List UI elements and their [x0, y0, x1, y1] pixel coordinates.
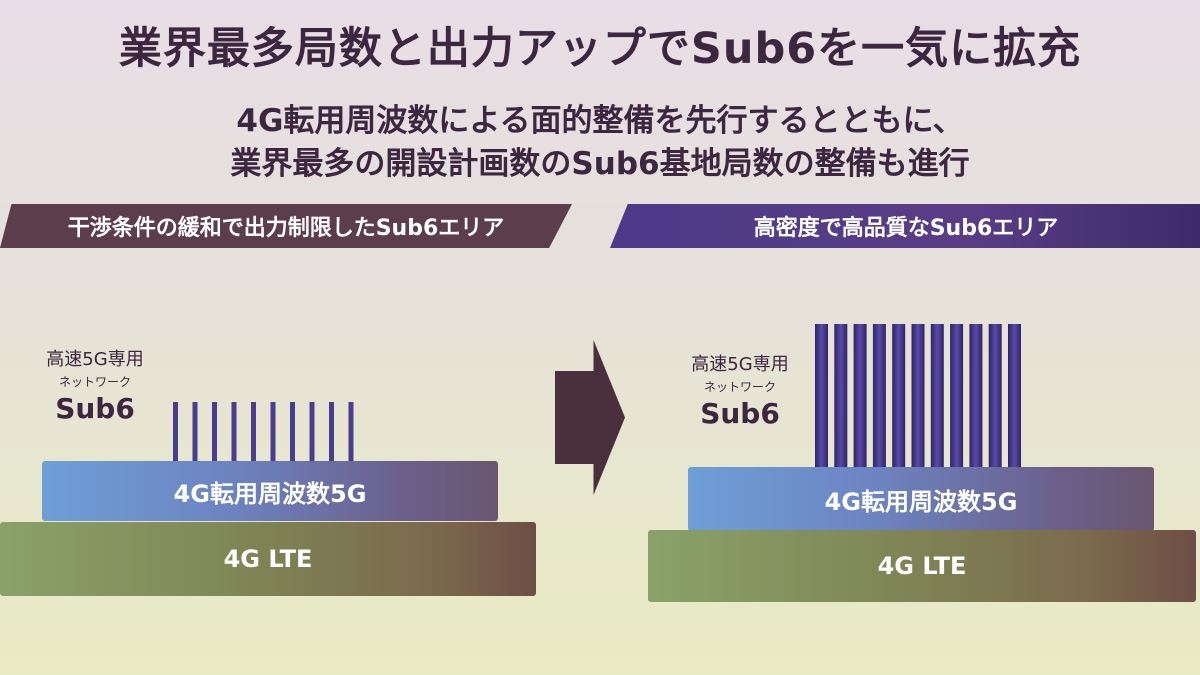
- left-antenna-4: [231, 402, 237, 462]
- right-label-top: 高速5G専用: [691, 354, 789, 375]
- left-label-sub6: Sub6: [55, 392, 135, 425]
- left-antenna-6: [270, 402, 276, 462]
- left-banner: 干渉条件の緩和で出力制限したSub6エリア: [0, 204, 572, 248]
- right-antenna-7: [930, 324, 944, 468]
- right-antenna-2: [834, 324, 848, 468]
- slide-title: 業界最多局数と出力アップでSub6を一気に拡充: [118, 24, 1082, 74]
- right-antenna-11: [1008, 324, 1021, 468]
- left-antenna-7: [290, 402, 295, 462]
- left-antenna-1: [173, 402, 178, 462]
- left-layer-lte: 4G LTE: [0, 522, 536, 596]
- right-antenna-8: [950, 324, 964, 468]
- right-antenna-1: [815, 324, 828, 468]
- left-antenna-5: [251, 402, 256, 462]
- right-antenna-4: [872, 324, 886, 468]
- left-label-top: 高速5G専用: [46, 349, 144, 370]
- left-banner-text: 干渉条件の緩和で出力制限したSub6エリア: [67, 216, 505, 241]
- left-antenna-9: [329, 402, 334, 462]
- left-antenna-10: [348, 402, 354, 462]
- left-layer-lte-label: 4G LTE: [223, 545, 313, 573]
- right-label-mid: ネットワーク: [703, 380, 776, 394]
- right-layer-5g: 4G転用周波数5G: [688, 467, 1154, 531]
- right-banner-text: 高密度で高品質なSub6エリア: [753, 216, 1059, 241]
- right-sub6-label: 高速5G専用 ネットワーク Sub6: [675, 350, 805, 430]
- left-label-mid: ネットワーク: [58, 375, 131, 389]
- left-layer-5g: 4G転用周波数5G: [42, 461, 498, 521]
- left-sub6-label: 高速5G専用 ネットワーク Sub6: [30, 345, 160, 425]
- right-antenna-5: [892, 324, 906, 468]
- right-label-sub6: Sub6: [700, 397, 780, 430]
- right-antenna-3: [853, 324, 867, 468]
- right-antenna-10: [988, 324, 1002, 468]
- right-antenna-6: [911, 324, 925, 468]
- right-layer-lte-label: 4G LTE: [877, 552, 967, 580]
- left-layer-5g-label: 4G転用周波数5G: [173, 479, 367, 508]
- right-banner: 高密度で高品質なSub6エリア: [610, 204, 1200, 248]
- right-layer-5g-label: 4G転用周波数5G: [824, 487, 1018, 516]
- subtitle-line-1: 4G転用周波数による面的整備を先行するとともに、: [236, 103, 964, 139]
- subtitle-line-2: 業界最多の開設計画数のSub6基地局数の整備も進行: [230, 146, 970, 182]
- left-antenna-2: [192, 402, 198, 462]
- right-antenna-9: [969, 324, 983, 468]
- right-layer-lte: 4G LTE: [648, 530, 1196, 602]
- left-antenna-8: [309, 402, 315, 462]
- left-antenna-3: [212, 402, 217, 462]
